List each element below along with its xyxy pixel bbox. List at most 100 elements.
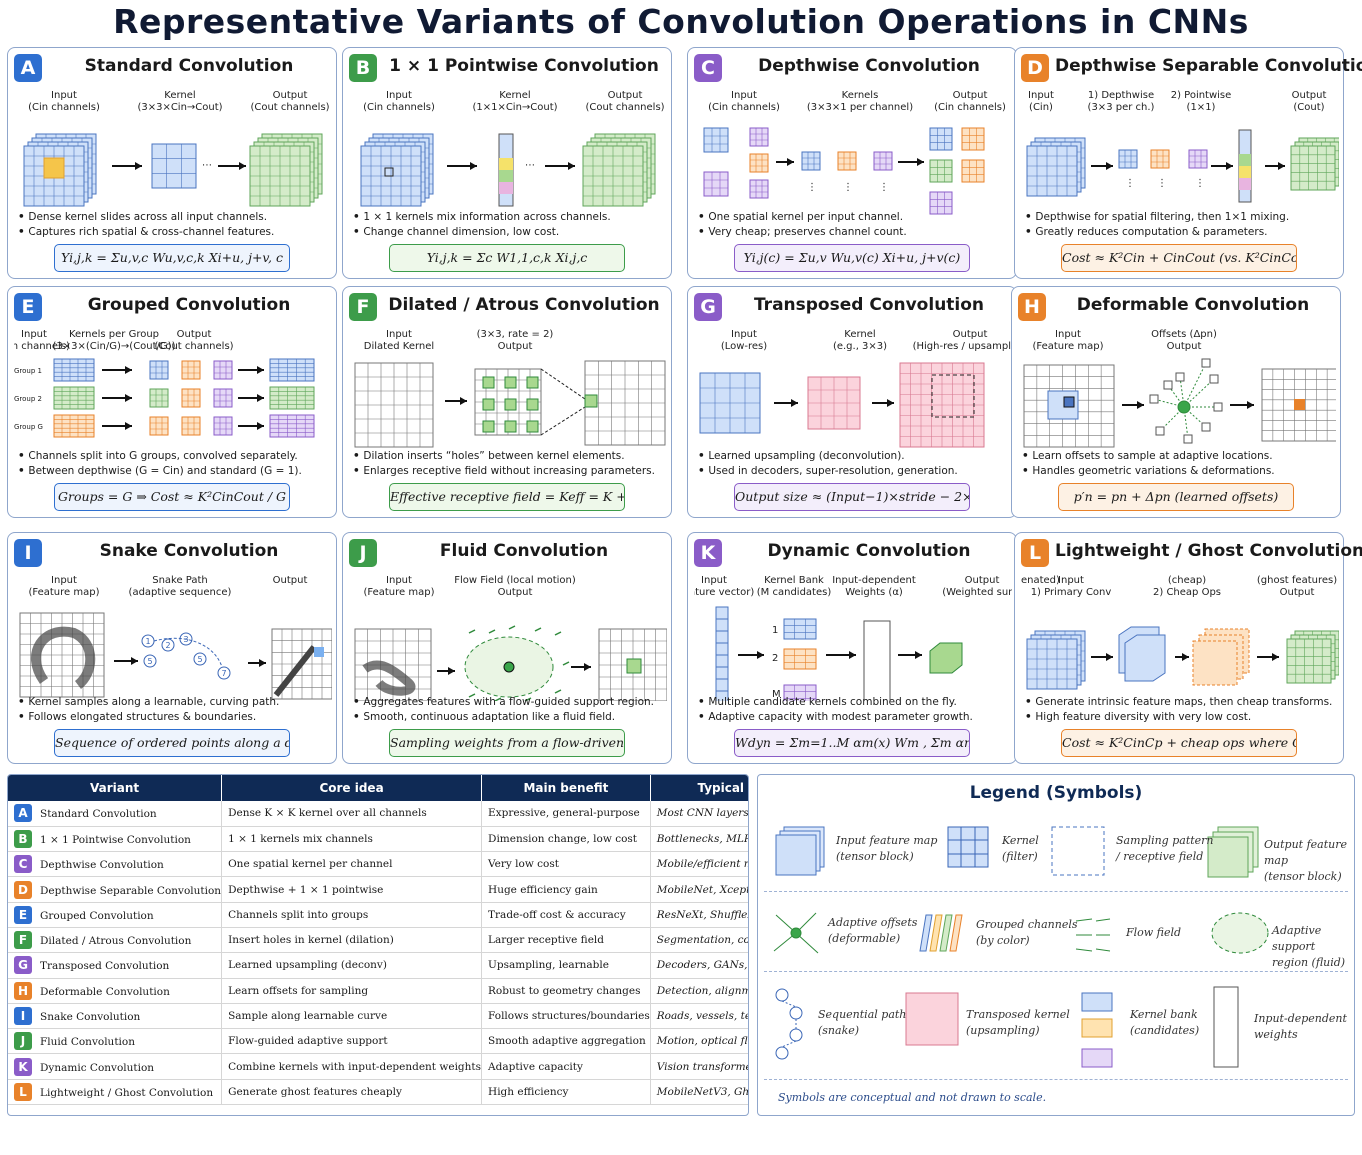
use-cell: Motion, optical flow, video: [650, 1028, 748, 1055]
legend-divider: [764, 1079, 1348, 1080]
figure-label: (3×3 per ch.): [1088, 102, 1155, 113]
use-cell: Most CNN layers: [650, 801, 748, 827]
figure-label: (Cout channels): [585, 102, 664, 113]
panel-badge: D: [1021, 54, 1049, 82]
grouped-channels-icon: [919, 914, 963, 952]
benefit-cell: Trade-off cost & accuracy: [481, 902, 651, 928]
legend-label: Sampling pattern/ receptive field: [1116, 834, 1214, 863]
benefit-cell: Smooth adaptive aggregation: [481, 1028, 651, 1055]
figure-label: Output: [498, 587, 533, 598]
panel-title: Snake Convolution: [99, 541, 279, 561]
sequential-path-icon: [775, 988, 803, 1060]
benefit-cell: Dimension change, low cost: [481, 826, 651, 853]
panel-a: A Standard Convolution Input(Cin channel…: [7, 47, 337, 279]
legend-label: Transposed kernel(upsampling): [966, 1008, 1070, 1037]
figure-label: (Feature map): [364, 587, 435, 598]
figure-label: Input-dependent: [832, 575, 916, 586]
sampling-pattern-icon: [1051, 826, 1105, 876]
panel-bullets: Depthwise for spatial filtering, then 1×…: [1025, 210, 1335, 240]
use-cell: MobileNetV3, GhostNet: [650, 1079, 748, 1106]
panel-bullets: One spatial kernel per input channel.Ver…: [698, 210, 1008, 240]
panel-badge: A: [14, 54, 42, 82]
panel-figure: Input(Low-res)Kernel(e.g., 3×3)Output(Hi…: [699, 329, 1012, 448]
use-cell: Bottlenecks, MLP-like mixing: [650, 826, 748, 853]
output-feature-map-icon: [1207, 826, 1259, 878]
figure-label: Dilated Kernel: [364, 341, 434, 352]
core-idea-cell: Insert holes in kernel (dilation): [221, 927, 483, 954]
figure-label: Output: [1292, 90, 1327, 101]
svg-text:⋯: ⋯: [525, 160, 535, 171]
figure-label: (Concatenated): [1021, 575, 1060, 586]
panel-figure: Input(Cin channels)Kernel(3×3×Cin→Cout)O…: [23, 90, 330, 207]
panel-title: Dilated / Atrous Convolution: [388, 295, 660, 315]
figure-label: Output: [1280, 587, 1315, 598]
figure-label: Output: [498, 341, 533, 352]
panel-c: C Depthwise Convolution Input(Cin channe…: [687, 47, 1017, 279]
figure-label: Kernel: [164, 90, 195, 101]
panel-figure: Input(Feature vector)Kernel Bank(M candi…: [694, 575, 1012, 701]
benefit-cell: Huge efficiency gain: [481, 876, 651, 903]
panel-figure: Input(Feature map)Offsets (Δpn)Output: [1023, 329, 1336, 448]
variant-badge: G: [14, 956, 32, 975]
legend-label: Flow field: [1126, 926, 1182, 939]
use-cell: Roads, vessels, text lines: [650, 1003, 748, 1030]
panel-i: I Snake Convolution Input(Feature map)Sn…: [7, 532, 337, 764]
core-idea-cell: Learned upsampling (deconv): [221, 952, 483, 979]
panel-formula: Yi,j(c) = Σu,v Wu,v(c) Xi+u, j+v(c): [734, 244, 970, 272]
panel-badge: C: [694, 54, 722, 82]
figure-label: Input: [386, 575, 412, 586]
core-idea-cell: Depthwise + 1 × 1 pointwise: [221, 876, 483, 903]
panel-badge: E: [14, 293, 42, 321]
svg-text:5: 5: [148, 657, 153, 666]
svg-text:Group 2: Group 2: [14, 395, 42, 403]
panel-formula: Cost ≈ K²CinCp + cheap ops where Cp ≪ Co…: [1061, 729, 1297, 757]
figure-label: (1×1×Cin→Cout): [472, 102, 557, 113]
core-idea-cell: Channels split into groups: [221, 902, 483, 928]
variant-badge: B: [14, 829, 32, 848]
panel-b: B 1 × 1 Pointwise Convolution Input(Cin …: [342, 47, 672, 279]
figure-label: Kernels: [842, 90, 879, 101]
panel-bullets: Learned upsampling (deconvolution).Used …: [698, 449, 1008, 479]
panel-title: Dynamic Convolution: [767, 541, 971, 561]
legend-label: Kernel(filter): [1002, 834, 1039, 863]
panel-badge: G: [694, 293, 722, 321]
use-cell: ResNeXt, ShuffleNet: [650, 902, 748, 928]
panel-formula: p′n = pn + Δpn (learned offsets): [1058, 483, 1294, 511]
adaptive-offsets-icon: [773, 912, 819, 954]
panel-e: E Grouped Convolution Input(Cin channels…: [7, 286, 337, 518]
figure-label: (3×3, rate = 2): [477, 329, 554, 340]
variant-badge: F: [14, 931, 32, 950]
figure-label: Input: [21, 329, 47, 340]
panel-d: D Depthwise Separable Convolution Input(…: [1014, 47, 1362, 279]
use-cell: Segmentation, context: [650, 927, 748, 954]
variant-badge: J: [14, 1032, 32, 1051]
figure-label: (Weighted sum): [942, 587, 1012, 598]
panel-bullets: Channels split into G groups, convolved …: [18, 449, 328, 479]
figure-label: Input: [701, 575, 727, 586]
benefit-cell: Very low cost: [481, 851, 651, 878]
benefit-cell: Larger receptive field: [481, 927, 651, 954]
use-cell: Vision transformers, detection: [650, 1053, 748, 1080]
svg-text:⋮: ⋮: [843, 182, 853, 193]
panel-bullets: Aggregates features with a flow-guided s…: [353, 695, 663, 725]
figure-label: (Cin channels): [934, 102, 1006, 113]
panel-title: Fluid Convolution: [439, 541, 609, 561]
benefit-cell: High efficiency: [481, 1079, 651, 1106]
panel-formula: Cost ≈ K²Cin + CinCout (vs. K²CinCout fo…: [1061, 244, 1297, 272]
panel-badge: I: [14, 539, 42, 567]
variant-badge: E: [14, 905, 32, 924]
benefit-cell: Adaptive capacity: [481, 1053, 651, 1080]
